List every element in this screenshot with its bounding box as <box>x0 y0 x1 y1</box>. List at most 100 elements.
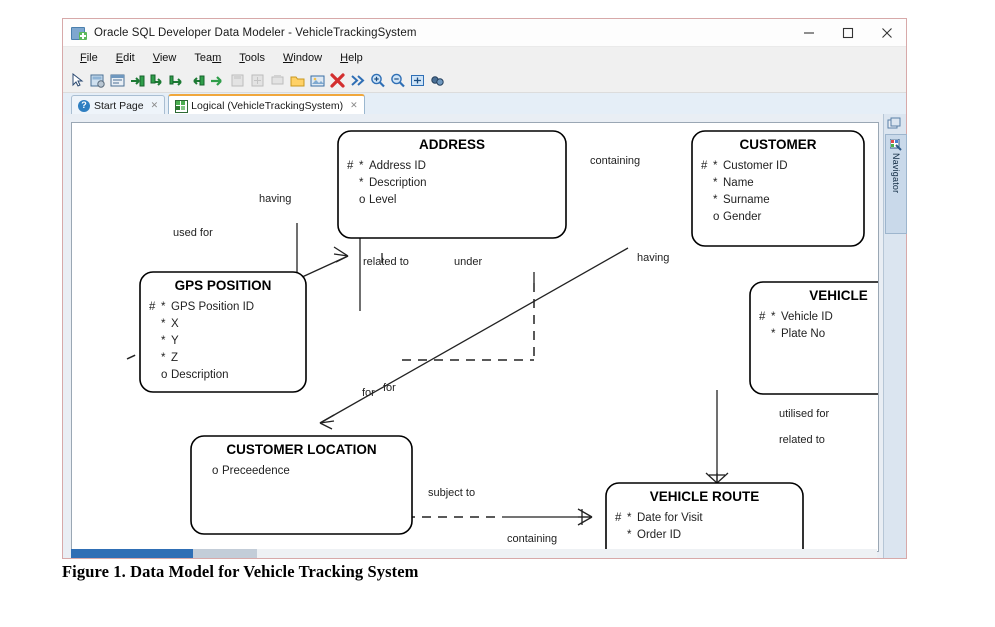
attribute-optionality-marker: * <box>161 301 166 313</box>
menu-team[interactable]: Team <box>194 51 222 64</box>
figure-caption: Figure 1. Data Model for Vehicle Trackin… <box>62 562 419 581</box>
entity-title: VEHICLE ROUTE <box>650 489 760 504</box>
scrollbar-track-filled <box>193 549 257 558</box>
save-disabled-icon <box>229 72 246 89</box>
attribute-name: Y <box>171 335 179 347</box>
attribute-optionality-marker: * <box>627 529 632 541</box>
window-title: Oracle SQL Developer Data Modeler - Vehi… <box>94 26 417 39</box>
entity-box <box>190 435 413 535</box>
tab-logical-model[interactable]: Logical (VehicleTrackingSystem) ✕ <box>168 94 365 115</box>
attribute-name: Surname <box>723 194 770 206</box>
diagram-canvas[interactable]: .entbox{fill:#ffffff;stroke:#000000;stro… <box>71 122 879 552</box>
zoom-in-icon[interactable] <box>369 72 386 89</box>
navigator-icon <box>889 138 902 151</box>
entity-vehicle[interactable]: VEHICLE#*Vehicle ID*Plate No <box>749 281 878 395</box>
entity-box <box>691 130 865 247</box>
tab-start-page[interactable]: ? Start Page ✕ <box>71 95 166 115</box>
export-right-icon[interactable] <box>169 72 186 89</box>
entity-title: ADDRESS <box>419 137 485 152</box>
canvas-horizontal-scrollbar[interactable] <box>71 549 877 558</box>
menu-window[interactable]: Window <box>282 51 323 64</box>
right-dock: Navigator <box>883 114 907 558</box>
help-circle-icon: ? <box>78 99 90 112</box>
attribute-name: Preceedence <box>222 465 290 477</box>
lbl-containing-2: containing <box>507 533 557 545</box>
refresh-icon[interactable] <box>429 72 446 89</box>
minimize-button[interactable] <box>789 19 828 46</box>
attribute-optionality-marker: * <box>713 177 718 189</box>
sync-left-icon[interactable] <box>189 72 206 89</box>
attribute-name: Order ID <box>637 529 681 541</box>
attribute-name: Vehicle ID <box>781 311 833 323</box>
save-all-disabled-icon <box>249 72 266 89</box>
navigator-panel-label: Navigator <box>891 153 901 194</box>
lbl-used-for: used for <box>173 227 213 239</box>
attribute-optionality-marker: * <box>359 177 364 189</box>
import-left-icon[interactable] <box>129 72 146 89</box>
maximize-button[interactable] <box>828 19 867 46</box>
attribute-optionality-marker: * <box>627 512 632 524</box>
lbl-utilised-for: utilised for <box>779 408 829 420</box>
attribute-name: Plate No <box>781 328 825 340</box>
lbl-having-2: having <box>637 252 669 264</box>
entity-vehicle_route[interactable]: VEHICLE ROUTE#*Date for Visit*Order ID <box>605 482 804 551</box>
open-diagram-icon[interactable] <box>109 72 126 89</box>
image-export-icon[interactable] <box>309 72 326 89</box>
attribute-name: Z <box>171 352 178 364</box>
tab-logical-model-close-icon[interactable]: ✕ <box>350 100 358 110</box>
print-disabled-icon <box>269 72 286 89</box>
new-diagram-icon[interactable] <box>89 72 106 89</box>
attribute-optionality-marker: * <box>161 318 166 330</box>
menu-tools[interactable]: Tools <box>239 51 265 64</box>
lbl-having-1: having <box>259 193 291 205</box>
diagram-canvas-area: .entbox{fill:#ffffff;stroke:#000000;stro… <box>63 114 906 558</box>
menu-file[interactable]: File <box>80 51 98 64</box>
attribute-name: Address ID <box>369 160 426 172</box>
main-toolbar <box>63 68 906 93</box>
import-right-icon[interactable] <box>149 72 166 89</box>
entity-box <box>749 281 878 395</box>
close-button[interactable] <box>867 19 906 46</box>
tab-start-page-label: Start Page <box>94 99 144 112</box>
entity-title: GPS POSITION <box>175 278 272 293</box>
attribute-optionality-marker: o <box>161 369 167 381</box>
menu-edit[interactable]: Edit <box>115 51 135 64</box>
new-folder-icon[interactable] <box>289 72 306 89</box>
lbl-for-1: for <box>362 387 375 399</box>
zoom-out-icon[interactable] <box>389 72 406 89</box>
chevron-double-right-icon[interactable] <box>349 72 366 89</box>
entity-box <box>139 271 307 393</box>
attribute-name: Name <box>723 177 754 189</box>
title-bar: Oracle SQL Developer Data Modeler - Vehi… <box>63 19 906 47</box>
scrollbar-thumb[interactable] <box>71 549 193 558</box>
tab-start-page-close-icon[interactable]: ✕ <box>150 100 159 110</box>
rel-address-customer-containing <box>402 272 535 361</box>
attribute-optionality-marker: * <box>713 160 718 172</box>
lbl-containing-1: containing <box>590 155 640 167</box>
select-arrow-icon[interactable] <box>69 72 86 89</box>
attribute-optionality-marker: * <box>713 194 718 206</box>
rel-vehicle-vehicleroute <box>705 390 729 484</box>
attribute-name: Description <box>369 177 427 189</box>
delete-red-x-icon[interactable] <box>329 72 346 89</box>
restore-panel-icon[interactable] <box>887 117 903 131</box>
fit-to-window-icon[interactable] <box>409 72 426 89</box>
attribute-optionality-marker: * <box>161 352 166 364</box>
forward-arrow-icon[interactable] <box>209 72 226 89</box>
data-modeler-icon <box>71 25 87 40</box>
entity-title: CUSTOMER <box>739 137 816 152</box>
navigator-panel-tab[interactable]: Navigator <box>885 134 907 234</box>
menu-help[interactable]: Help <box>340 51 363 64</box>
entity-title: CUSTOMER LOCATION <box>226 442 376 457</box>
menu-view[interactable]: View <box>152 51 177 64</box>
attribute-name: GPS Position ID <box>171 301 254 313</box>
attribute-optionality-marker: * <box>359 160 364 172</box>
lbl-related-to-1: related to <box>363 256 409 268</box>
entity-title: VEHICLE <box>809 288 868 303</box>
